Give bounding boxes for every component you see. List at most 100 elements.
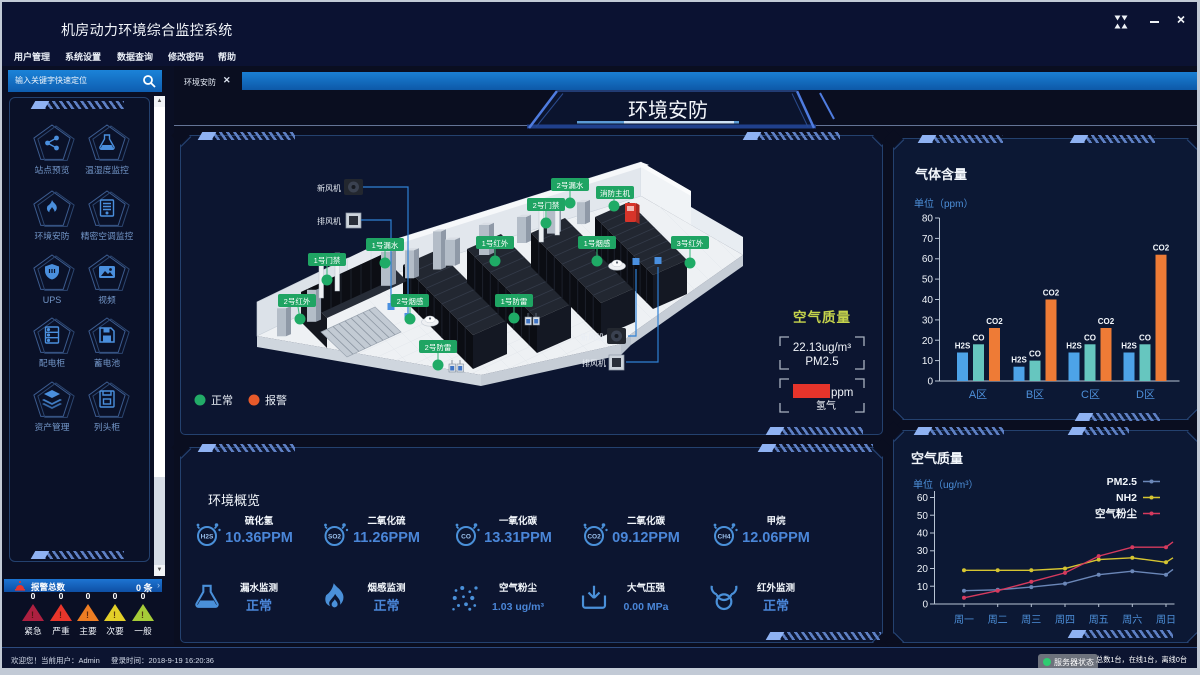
svg-text:大气压强: 大气压强	[627, 582, 666, 594]
svg-text:1号漏水: 1号漏水	[372, 240, 399, 250]
svg-text:周五: 周五	[1089, 614, 1109, 626]
svg-text:烟感监测: 烟感监测	[367, 582, 406, 594]
svg-text:气体含量: 气体含量	[915, 167, 967, 182]
svg-text:SO2: SO2	[328, 534, 341, 541]
svg-text:3号红外: 3号红外	[677, 238, 704, 248]
svg-text:1.03 ug/m³: 1.03 ug/m³	[492, 601, 544, 613]
svg-text:二氧化硫: 二氧化硫	[367, 515, 406, 527]
svg-text:D区: D区	[1136, 389, 1155, 401]
svg-text:周二: 周二	[988, 614, 1008, 626]
svg-text:资产管理: 资产管理	[35, 421, 70, 432]
svg-text:60: 60	[917, 493, 929, 504]
svg-text:空气质量: 空气质量	[793, 309, 851, 325]
svg-text:PM2.5: PM2.5	[805, 356, 838, 368]
svg-text:40: 40	[922, 295, 934, 306]
svg-text:20: 20	[917, 564, 929, 575]
svg-text:NH2: NH2	[1116, 492, 1137, 504]
svg-text:ppm: ppm	[831, 387, 853, 399]
svg-text:蓄电池: 蓄电池	[94, 357, 120, 368]
svg-text:周四: 周四	[1055, 614, 1075, 626]
svg-text:周六: 周六	[1122, 614, 1142, 626]
svg-text:B区: B区	[1026, 389, 1044, 401]
svg-text:站点预览: 站点预览	[35, 164, 70, 175]
svg-text:H2S: H2S	[201, 534, 214, 541]
svg-text:一氧化碳: 一氧化碳	[499, 515, 538, 527]
svg-text:氢气: 氢气	[816, 399, 836, 412]
svg-text:正常: 正常	[763, 598, 789, 613]
svg-text:2号漏水: 2号漏水	[557, 180, 584, 190]
svg-text:50: 50	[922, 275, 934, 286]
svg-text:红外监测: 红外监测	[757, 582, 796, 594]
svg-text:CO: CO	[461, 534, 471, 541]
svg-text:排风机: 排风机	[582, 358, 606, 368]
svg-text:1号烟感: 1号烟感	[584, 238, 611, 248]
svg-text:CO: CO	[1084, 333, 1096, 342]
svg-text:H2S: H2S	[1121, 342, 1137, 351]
svg-text:正常: 正常	[211, 394, 233, 407]
svg-text:H2S: H2S	[1066, 342, 1082, 351]
svg-text:甲烷: 甲烷	[766, 515, 786, 527]
svg-text:UPS: UPS	[43, 295, 62, 305]
svg-text:CO2: CO2	[1043, 289, 1060, 298]
svg-text:2号红外: 2号红外	[284, 296, 311, 306]
svg-text:新风机: 新风机	[317, 183, 341, 193]
svg-text:空气粉尘: 空气粉尘	[1095, 507, 1137, 520]
svg-text:新风机: 新风机	[580, 332, 604, 342]
svg-text:2号烟感: 2号烟感	[397, 296, 424, 306]
svg-text:PM2.5: PM2.5	[1107, 476, 1138, 488]
svg-text:配电柜: 配电柜	[39, 357, 65, 368]
svg-text:消防主机: 消防主机	[600, 188, 630, 198]
svg-text:12.06PPM: 12.06PPM	[742, 530, 810, 546]
svg-text:30: 30	[917, 546, 929, 557]
svg-text:60: 60	[922, 254, 934, 265]
svg-text:30: 30	[922, 315, 934, 326]
svg-text:硫化氢: 硫化氢	[245, 515, 274, 527]
svg-text:周日: 周日	[1156, 614, 1176, 626]
svg-text:20: 20	[922, 336, 934, 347]
svg-text:70: 70	[922, 234, 934, 245]
svg-text:CO: CO	[973, 333, 985, 342]
svg-text:空气粉尘: 空气粉尘	[499, 582, 538, 594]
svg-text:0.00 MPa: 0.00 MPa	[624, 601, 669, 613]
svg-text:13.31PPM: 13.31PPM	[484, 530, 552, 546]
svg-text:CO2: CO2	[986, 317, 1003, 326]
svg-text:CO2: CO2	[1098, 317, 1115, 326]
svg-text:环境安防: 环境安防	[628, 99, 708, 122]
svg-text:空气质量: 空气质量	[911, 451, 963, 466]
svg-text:C区: C区	[1081, 389, 1100, 401]
svg-text:单位（ppm）: 单位（ppm）	[914, 197, 973, 210]
svg-text:正常: 正常	[373, 598, 399, 613]
svg-text:A区: A区	[969, 389, 987, 401]
svg-text:CO: CO	[1139, 333, 1151, 342]
svg-text:环境概览: 环境概览	[208, 493, 260, 508]
svg-text:40: 40	[917, 529, 929, 540]
svg-text:CO2: CO2	[1153, 244, 1170, 253]
svg-text:1号红外: 1号红外	[482, 238, 509, 248]
svg-text:列头柜: 列头柜	[94, 421, 120, 432]
svg-text:CO: CO	[1029, 350, 1041, 359]
svg-text:10: 10	[917, 582, 929, 593]
svg-text:正常: 正常	[246, 598, 272, 613]
svg-text:二氧化碳: 二氧化碳	[627, 515, 666, 527]
svg-text:11.26PPM: 11.26PPM	[353, 530, 420, 546]
svg-text:周三: 周三	[1021, 614, 1041, 626]
svg-text:单位（ug/m³）: 单位（ug/m³）	[913, 478, 979, 491]
svg-text:1号门禁: 1号门禁	[314, 256, 341, 265]
svg-text:1号防雷: 1号防雷	[501, 296, 528, 306]
svg-text:排风机: 排风机	[317, 216, 341, 226]
svg-text:漏水监测: 漏水监测	[240, 582, 279, 594]
svg-text:22.13ug/m³: 22.13ug/m³	[793, 342, 851, 354]
svg-text:CH4: CH4	[717, 534, 730, 541]
svg-text:0: 0	[927, 377, 933, 388]
svg-text:H2S: H2S	[1011, 356, 1027, 365]
svg-text:10.36PPM: 10.36PPM	[225, 530, 293, 546]
svg-text:80: 80	[922, 214, 934, 225]
svg-text:视频: 视频	[98, 294, 116, 305]
svg-text:周一: 周一	[954, 614, 974, 626]
svg-text:精密空调监控: 精密空调监控	[81, 230, 134, 241]
svg-text:环境安防: 环境安防	[35, 230, 70, 241]
svg-text:2号门禁: 2号门禁	[533, 201, 560, 210]
svg-text:0: 0	[922, 600, 928, 611]
svg-text:10: 10	[922, 356, 934, 367]
svg-text:50: 50	[917, 511, 929, 522]
